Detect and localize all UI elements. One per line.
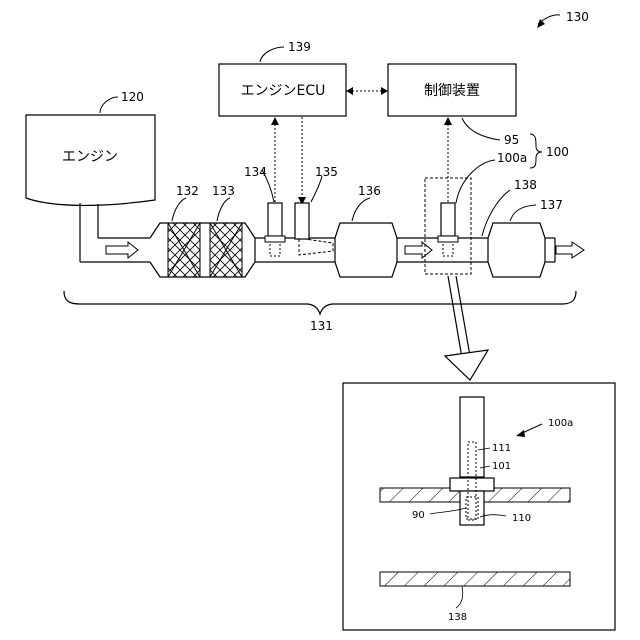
- controller-refs: 95 100a 100: [456, 118, 569, 203]
- figure-ref-label: 130: [566, 10, 589, 24]
- detail-ref-138: 138: [448, 612, 467, 623]
- exhaust-brace-131: 131: [64, 291, 576, 333]
- injector-135: 135: [295, 165, 338, 255]
- controller-box: 制御装置: [388, 64, 516, 116]
- sensor-ref-100a: 100a: [497, 151, 527, 165]
- catalyst-ref-133: 133: [212, 184, 235, 198]
- injector-ref-135: 135: [315, 165, 338, 179]
- unit-ref-136: 136: [358, 184, 381, 198]
- engine-ref: 120: [121, 90, 144, 104]
- detail-ref-110: 110: [512, 513, 531, 524]
- controller-ref-95: 95: [504, 133, 519, 147]
- muffler-ref-137: 137: [540, 198, 563, 212]
- sensor-ref-134: 134: [244, 165, 267, 179]
- figure-ref-130: 130: [537, 10, 589, 28]
- engine-outlet-pipe: [80, 203, 150, 262]
- detail-ref-111: 111: [492, 443, 511, 454]
- enlarge-arrow: [445, 276, 488, 380]
- detail-ref-100a: 100a: [548, 418, 573, 429]
- muffler-137: 137: [488, 198, 584, 277]
- ecu-ref: 139: [288, 40, 311, 54]
- ecu-controller-link: [346, 87, 388, 95]
- system-ref-100: 100: [546, 145, 569, 159]
- unit-136: 136: [335, 184, 397, 277]
- detail-ref-90: 90: [412, 510, 425, 521]
- detail-ref-101: 101: [492, 461, 511, 472]
- ecu-box: エンジンECU 139: [219, 40, 346, 116]
- ecu-label: エンジンECU: [241, 83, 326, 99]
- exhaust-system-ref: 131: [310, 319, 333, 333]
- controller-label: 制御装置: [424, 83, 480, 99]
- engine-block: エンジン 120: [26, 90, 155, 205]
- detail-view: 111 101 110 90 100a 138: [343, 383, 615, 630]
- catalyst-housing: 132 133: [150, 184, 255, 277]
- engine-label: エンジン: [62, 149, 118, 165]
- catalyst-ref-132: 132: [176, 184, 199, 198]
- pipe-ref-138-label: 138: [514, 178, 537, 192]
